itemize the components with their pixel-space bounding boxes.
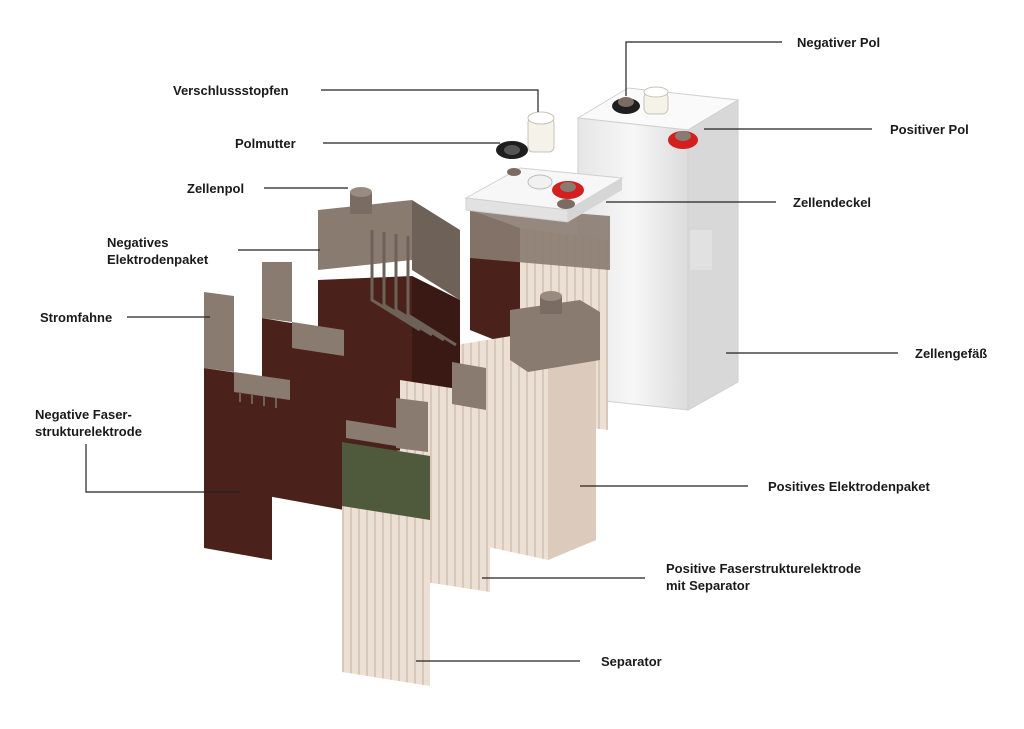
- label-separator: Separator: [601, 654, 662, 669]
- leader-negativer-pol: [625, 41, 782, 96]
- label-positives-elektrodenpaket: Positives Elektrodenpaket: [768, 479, 930, 494]
- label-negativer-pol: Negativer Pol: [797, 35, 881, 50]
- label-positive-line1: Positive Faserstrukturelektrode: [666, 561, 862, 576]
- label-stromfahne: Stromfahne: [40, 310, 113, 325]
- leader-negative-elektrode: [85, 444, 240, 493]
- loose-caps: [496, 111, 555, 159]
- label-negatives-line1: Negatives: [107, 235, 169, 250]
- positive-electrode-pack: [456, 291, 600, 560]
- container-poles: [612, 86, 698, 149]
- label-negatives-elektrodenpaket: Negatives Elektrodenpaket: [107, 234, 208, 268]
- label-positiver-pol: Positiver Pol: [890, 122, 969, 137]
- label-positive-line2: mit Separator: [666, 578, 750, 593]
- label-negatives-line2: Elektrodenpaket: [107, 252, 209, 267]
- label-verschlussstopfen: Verschlussstopfen: [173, 83, 289, 98]
- label-zellengefaess: Zellengefäß: [915, 346, 988, 361]
- leader-lines: [85, 41, 898, 662]
- separator-plate: [342, 398, 430, 686]
- label-negative-line2: strukturelektrode: [35, 424, 142, 439]
- label-zellendeckel: Zellendeckel: [793, 195, 872, 210]
- leader-verschlussstopfen: [321, 89, 539, 112]
- label-positive-faserstrukturelektrode: Positive Faserstrukturelektrode mit Sepa…: [666, 560, 861, 594]
- negative-plates: [204, 262, 344, 560]
- label-negative-line1: Negative Faser-: [35, 407, 132, 422]
- label-negative-faserstrukturelektrode: Negative Faser- strukturelektrode: [35, 406, 142, 440]
- label-polmutter: Polmutter: [235, 136, 296, 151]
- label-zellenpol: Zellenpol: [187, 181, 245, 196]
